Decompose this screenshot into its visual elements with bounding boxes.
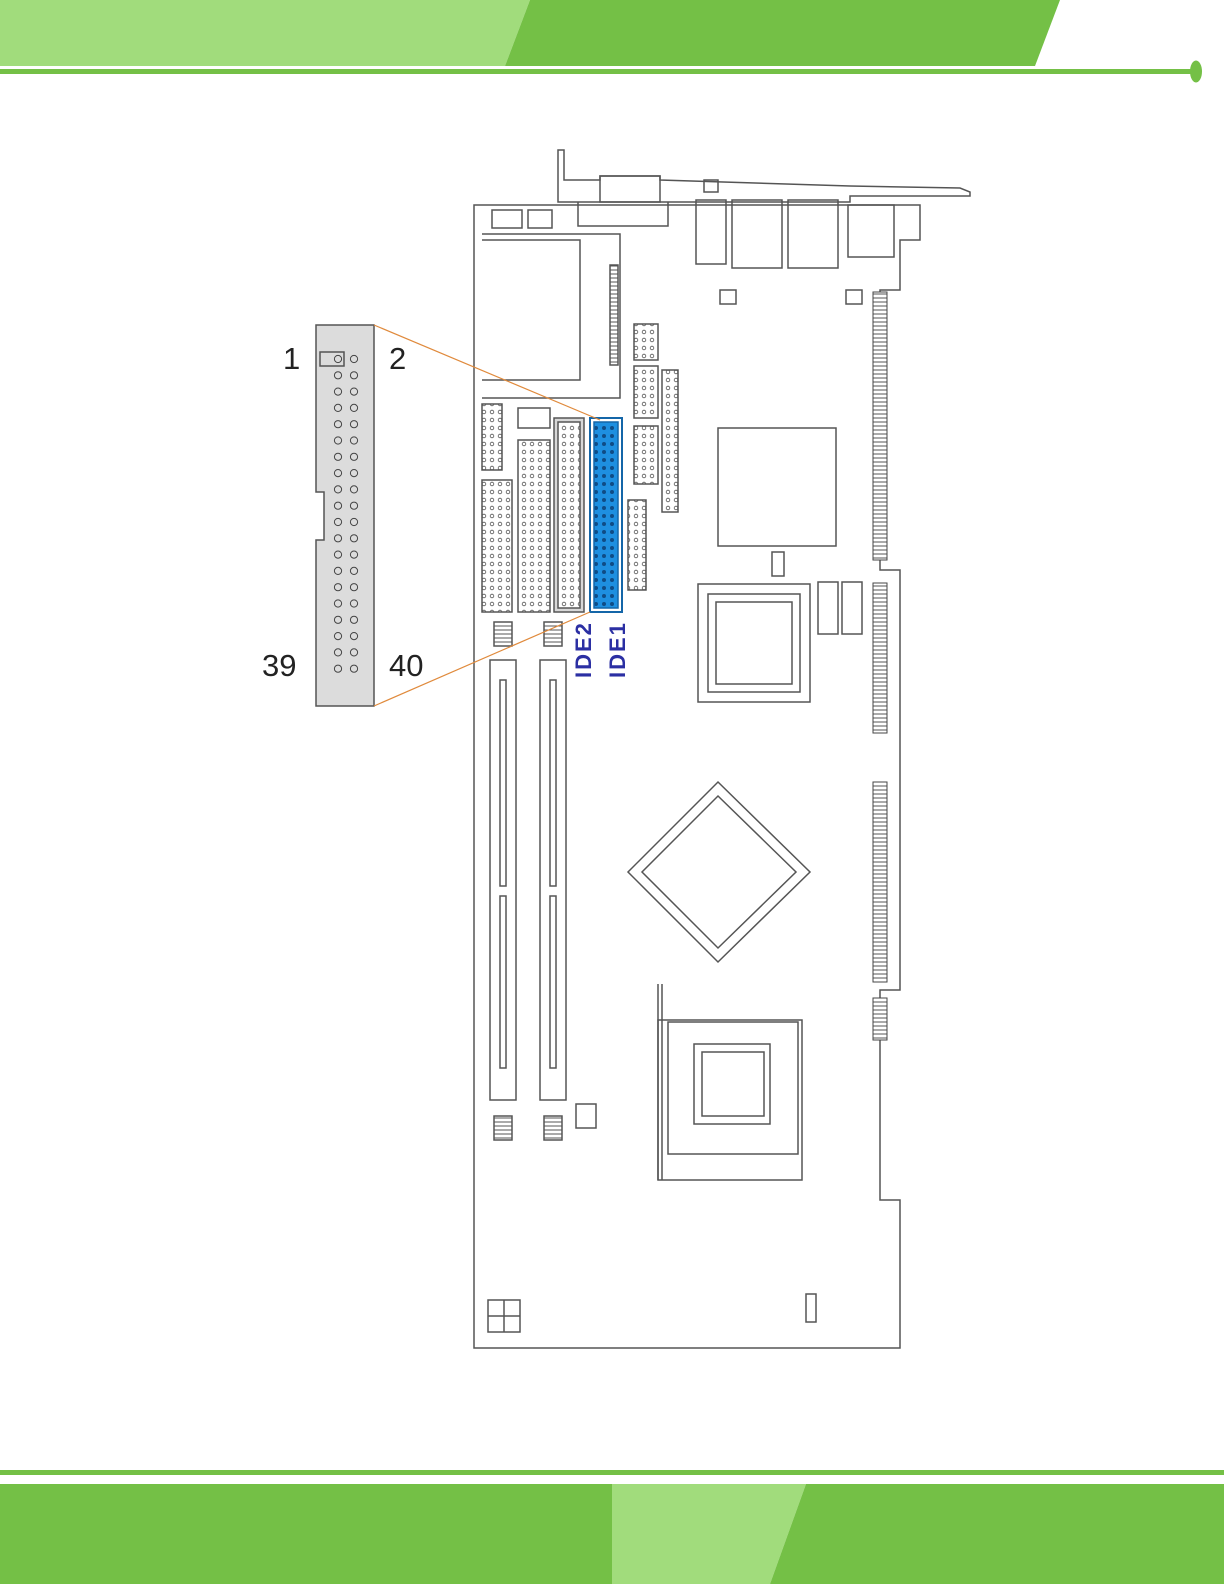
ide1-connector (590, 418, 622, 612)
pin-header-4 (662, 370, 678, 512)
pin-label-2: 2 (389, 343, 406, 374)
small-connector (576, 1104, 596, 1128)
pin-header-3 (634, 426, 658, 484)
top-jumper-1 (492, 210, 522, 228)
edge-fingers (873, 292, 887, 1040)
bottom-jumper (806, 1294, 816, 1322)
pin-header-1 (634, 324, 658, 360)
top-jumper-2 (528, 210, 552, 228)
chip-large (718, 428, 836, 546)
power-connector (488, 1300, 520, 1332)
ide2-label: IDE2 (573, 621, 595, 678)
connector-left-2 (518, 408, 550, 428)
connector-left-3 (482, 480, 512, 612)
fan-connector-2 (842, 582, 862, 634)
dimm-slot-2 (540, 622, 566, 1140)
connector-floppy (518, 440, 550, 612)
fan-connector-1 (818, 582, 838, 634)
chip-jumper (772, 552, 784, 576)
pin-header-2 (634, 366, 658, 418)
dimm-slot-1 (490, 622, 516, 1140)
board-outline (474, 205, 920, 1348)
ide1-label: IDE1 (607, 621, 629, 678)
pin-header-5 (628, 500, 646, 590)
ide2-connector (554, 418, 584, 612)
rear-io-ports (696, 200, 894, 268)
chip-south-bridge (628, 782, 810, 962)
pin-label-40: 40 (389, 650, 423, 681)
compact-flash-slot (482, 234, 620, 398)
cpu-socket (658, 984, 802, 1180)
header-jp-a (720, 290, 736, 304)
connector-left-1 (482, 404, 502, 470)
enlarged-ide-connector (316, 325, 374, 706)
io-bracket (558, 150, 970, 226)
pin-label-39: 39 (262, 650, 296, 681)
pin-label-1: 1 (283, 343, 300, 374)
chip-north-bridge (698, 584, 810, 702)
header-jp-b (846, 290, 862, 304)
